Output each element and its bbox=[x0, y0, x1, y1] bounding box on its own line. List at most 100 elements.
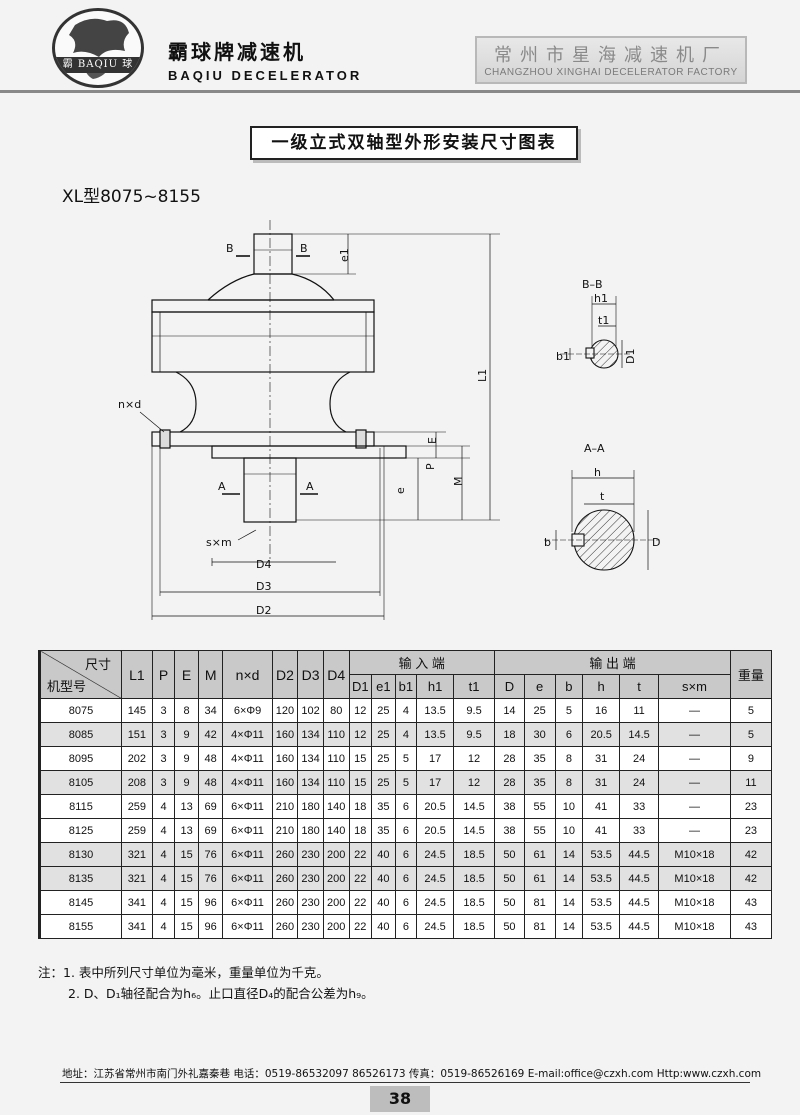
table-cell: 4×Φ11 bbox=[222, 746, 273, 771]
table-cell: 96 bbox=[197, 914, 224, 939]
label-m: M bbox=[452, 477, 465, 487]
technical-drawing: B B e1 L1 n×d E P M e A A s×m D4 D3 D2 B… bbox=[118, 220, 660, 620]
table-cell: 134 bbox=[297, 722, 324, 747]
table-cell: 40 bbox=[371, 890, 396, 915]
header-weight: 重量 bbox=[729, 650, 773, 699]
table-cell: 6 bbox=[394, 914, 418, 939]
table-cell: 10 bbox=[554, 794, 584, 819]
table-cell: 200 bbox=[322, 890, 350, 915]
table-cell: 13 bbox=[174, 818, 199, 843]
table-cell: 17 bbox=[416, 770, 455, 795]
label-a-left: A bbox=[218, 480, 226, 493]
table-cell-model: 8125 bbox=[38, 818, 122, 843]
table-cell: 69 bbox=[197, 818, 224, 843]
table-cell: 81 bbox=[523, 914, 556, 939]
label-e1: e1 bbox=[338, 248, 351, 262]
table-cell: 23 bbox=[729, 794, 773, 819]
brand-name-cn: 霸球牌减速机 bbox=[168, 40, 306, 64]
label-d: D bbox=[652, 536, 660, 549]
footer-contact: 地址：江苏省常州市南门外礼嘉秦巷 电话：0519-86532097 865261… bbox=[62, 1068, 762, 1080]
table-cell: — bbox=[658, 746, 731, 771]
table-cell: 25 bbox=[371, 722, 396, 747]
table-cell: 31 bbox=[582, 770, 621, 795]
label-nxd: n×d bbox=[118, 398, 141, 411]
table-cell: 31 bbox=[582, 746, 621, 771]
table-cell: 6 bbox=[554, 722, 584, 747]
table-cell: 48 bbox=[197, 746, 224, 771]
corner-label-size: 尺寸 bbox=[84, 657, 111, 672]
table-cell: 53.5 bbox=[582, 914, 621, 939]
table-cell: — bbox=[658, 794, 731, 819]
label-h1: h1 bbox=[594, 292, 608, 305]
header-m: M bbox=[197, 650, 224, 699]
table-cell: 18 bbox=[348, 818, 373, 843]
table-cell: 14 bbox=[554, 842, 584, 867]
table-cell: 5 bbox=[729, 722, 773, 747]
table-cell: 210 bbox=[271, 818, 299, 843]
table-cell: 50 bbox=[494, 866, 525, 891]
table-cell: 34 bbox=[197, 698, 224, 723]
table-cell: 15 bbox=[174, 842, 199, 867]
table-cell: 50 bbox=[494, 842, 525, 867]
table-cell: 35 bbox=[523, 770, 556, 795]
header-out-d: D bbox=[494, 674, 525, 699]
table-cell-model: 8105 bbox=[38, 770, 122, 795]
table-cell: 43 bbox=[729, 890, 773, 915]
table-cell: 28 bbox=[494, 770, 525, 795]
table-cell: 260 bbox=[271, 890, 299, 915]
table-cell: 4×Φ11 bbox=[222, 722, 273, 747]
table-cell: 76 bbox=[197, 842, 224, 867]
header-in-t1: t1 bbox=[453, 674, 496, 699]
table-cell: 35 bbox=[371, 818, 396, 843]
table-cell: 33 bbox=[619, 818, 660, 843]
table-cell: 6×Φ11 bbox=[222, 842, 273, 867]
table-cell: 18.5 bbox=[453, 890, 496, 915]
notes: 注：1. 表中所列尺寸单位为毫米，重量单位为千克。 2. D、D₁轴径配合为h₆… bbox=[38, 962, 374, 1004]
table-cell: M10×18 bbox=[658, 866, 731, 891]
label-b: b bbox=[544, 536, 551, 549]
table-cell: 50 bbox=[494, 890, 525, 915]
table-cell: 160 bbox=[271, 746, 299, 771]
table-cell: 9 bbox=[174, 746, 199, 771]
header-out-sxm: s×m bbox=[658, 674, 731, 699]
label-b1: b1 bbox=[556, 350, 570, 363]
table-cell: 80 bbox=[322, 698, 350, 723]
header-rule bbox=[0, 90, 800, 93]
table-cell-model: 8155 bbox=[38, 914, 122, 939]
table-cell: 20.5 bbox=[416, 818, 455, 843]
table-cell: 180 bbox=[297, 794, 324, 819]
table-cell: 6 bbox=[394, 794, 418, 819]
table-cell: 134 bbox=[297, 770, 324, 795]
table-cell: 53.5 bbox=[582, 890, 621, 915]
table-cell: 200 bbox=[322, 914, 350, 939]
table-cell: 42 bbox=[197, 722, 224, 747]
label-d1: D1 bbox=[624, 349, 637, 364]
table-cell: 6×Φ9 bbox=[222, 698, 273, 723]
table-cell: 44.5 bbox=[619, 866, 660, 891]
table-cell: 18.5 bbox=[453, 842, 496, 867]
table-cell: 81 bbox=[523, 890, 556, 915]
table-cell: 259 bbox=[121, 794, 153, 819]
header-out-h: h bbox=[582, 674, 621, 699]
table-cell: 3 bbox=[151, 770, 176, 795]
table-cell: 15 bbox=[174, 866, 199, 891]
table-cell: 120 bbox=[271, 698, 299, 723]
header-p: P bbox=[151, 650, 176, 699]
table-cell: 22 bbox=[348, 866, 373, 891]
label-t: t bbox=[600, 490, 605, 503]
brand-name-en: BAQIU DECELERATOR bbox=[168, 68, 363, 83]
table-cell: 33 bbox=[619, 794, 660, 819]
table-cell-model: 8130 bbox=[38, 842, 122, 867]
table-cell: 28 bbox=[494, 746, 525, 771]
table-cell: 6 bbox=[394, 818, 418, 843]
brand-logo: 霸 BAQIU 球 bbox=[52, 8, 144, 88]
table-cell: 22 bbox=[348, 842, 373, 867]
table-cell: 20.5 bbox=[416, 794, 455, 819]
table-cell: 41 bbox=[582, 794, 621, 819]
table-cell: — bbox=[658, 770, 731, 795]
page-number: 38 bbox=[370, 1086, 430, 1112]
table-cell: 55 bbox=[523, 794, 556, 819]
